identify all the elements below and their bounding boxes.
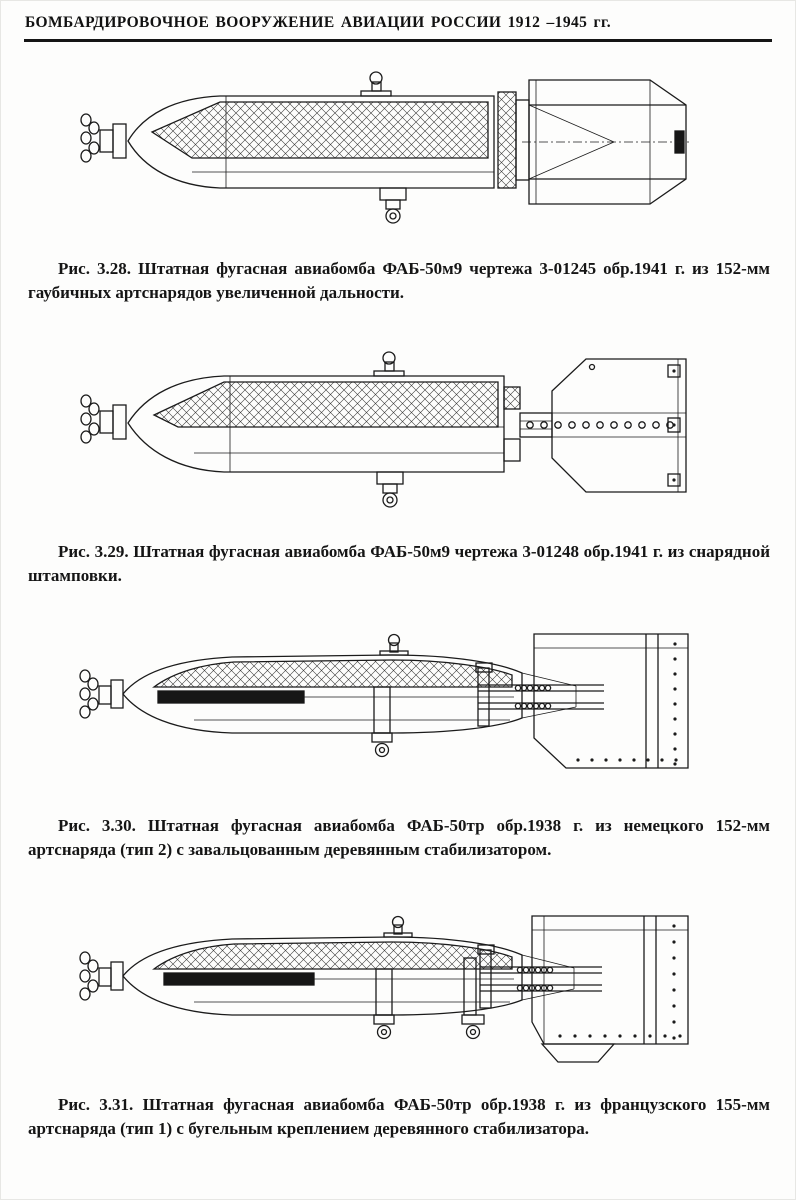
figure-caption-3-31: Рис. 3.31. Штатная фугасная авиабомба ФА…	[28, 1095, 770, 1138]
bugel-clamp-shackle	[461, 957, 485, 1040]
arming-vane	[80, 394, 100, 444]
suspension-lug	[373, 351, 405, 377]
arming-vane	[79, 951, 99, 1001]
suspension-lug	[360, 71, 392, 97]
tail-attachment-rods	[477, 667, 604, 727]
running-title: БОМБАРДИРОВОЧНОЕ ВООРУЖЕНИЕ АВИАЦИИ РОСС…	[25, 14, 611, 31]
bottom-shackle	[376, 471, 404, 508]
arming-vane	[79, 669, 99, 719]
bottom-shackle-front	[373, 968, 395, 1040]
figure-caption-3-28: Рис. 3.28. Штатная фугасная авиабомба ФА…	[28, 259, 770, 302]
bomb-body	[122, 654, 523, 734]
nose-fuze	[98, 961, 124, 991]
suspension-lug	[379, 633, 409, 656]
bomb-body	[127, 95, 495, 189]
figure-3-28: Рис. 3.28. Штатная фугасная авиабомба ФА…	[0, 68, 796, 305]
page-header: БОМБАРДИРОВОЧНОЕ ВООРУЖЕНИЕ АВИАЦИИ РОСС…	[24, 0, 772, 42]
tail-stabilizer	[533, 633, 689, 769]
bomb-body	[127, 375, 505, 473]
figure-3-29: Рис. 3.29. Штатная фугасная авиабомба ФА…	[0, 345, 796, 588]
figure-caption-3-30: Рис. 3.30. Штатная фугасная авиабомба ФА…	[28, 816, 770, 859]
tail-junction	[497, 91, 530, 189]
nose-fuze	[98, 679, 124, 709]
tail-stabilizer	[531, 915, 689, 1063]
bomb-drawing-fab-50tr-type-2	[79, 633, 689, 769]
bottom-shackle	[379, 187, 407, 224]
suspension-lug	[383, 915, 413, 938]
arming-vane	[80, 113, 100, 163]
tail-junction	[503, 386, 553, 462]
nose-fuze	[99, 123, 127, 159]
tail-stabilizer	[526, 358, 687, 493]
bomb-drawing-fab-50tr-type-1	[79, 915, 689, 1063]
bottom-shackle	[371, 686, 393, 758]
bomb-body	[122, 936, 523, 1016]
tail-attachment-rods	[479, 949, 602, 1009]
nose-fuze	[99, 404, 127, 440]
figure-caption-3-29: Рис. 3.29. Штатная фугасная авиабомба ФА…	[28, 542, 770, 585]
figure-3-30: Рис. 3.30. Штатная фугасная авиабомба ФА…	[0, 630, 796, 862]
tail-stabilizer	[522, 79, 692, 205]
figure-3-31: Рис. 3.31. Штатная фугасная авиабомба ФА…	[0, 910, 796, 1141]
bomb-drawing-fab-50m9-3-01248	[80, 351, 687, 508]
bomb-drawing-fab-50m9-3-01245	[80, 71, 692, 224]
